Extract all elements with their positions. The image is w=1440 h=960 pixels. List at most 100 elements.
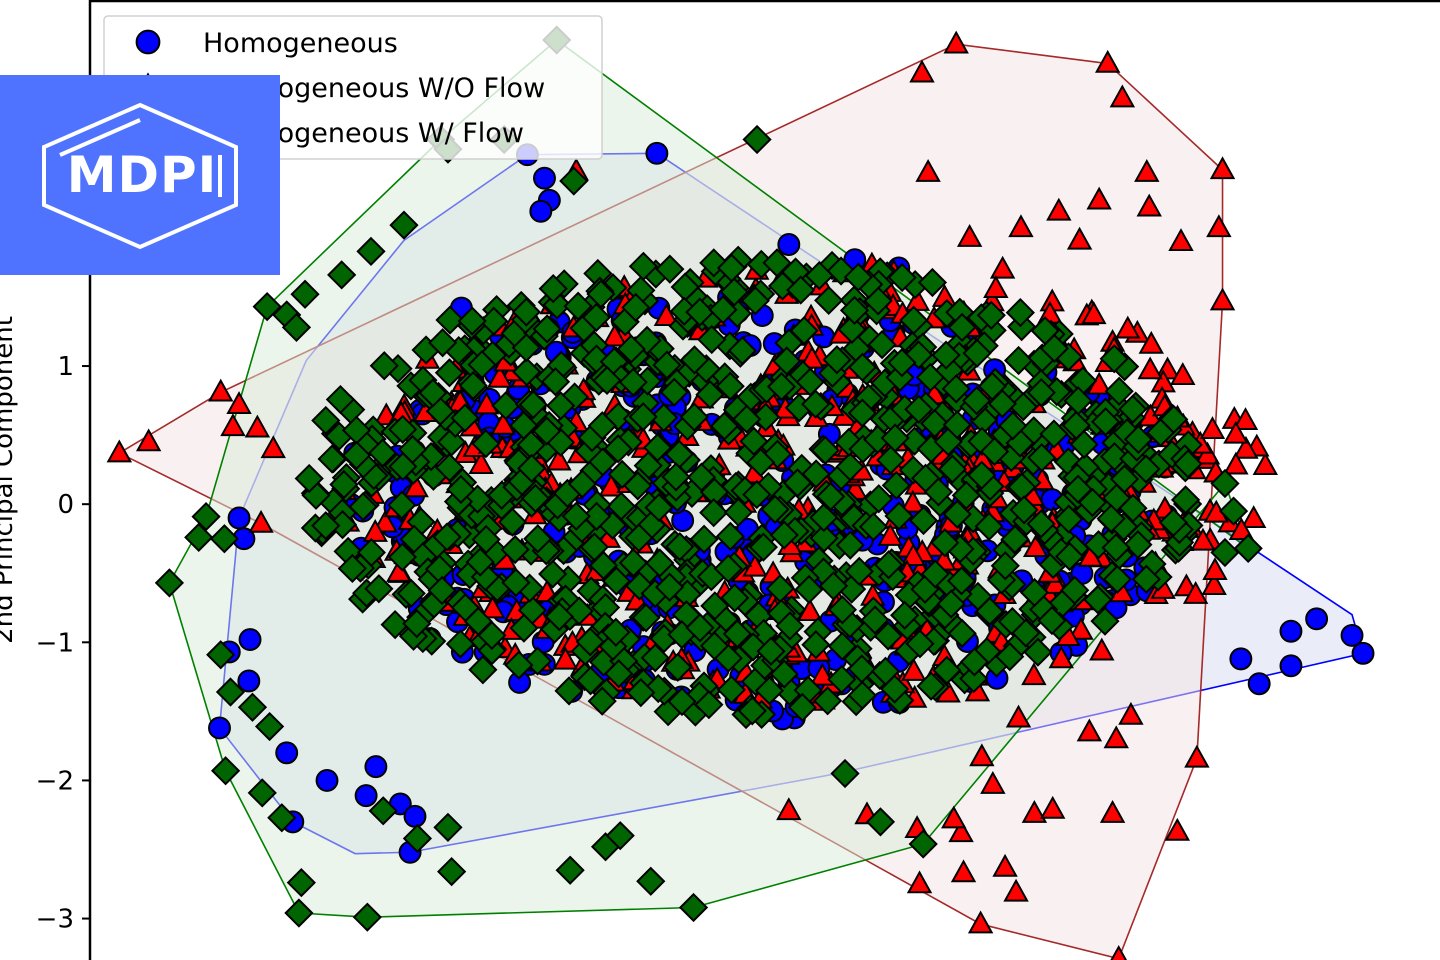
heterogeneous-with-flow-point: [908, 829, 938, 859]
heterogeneous-with-flow-point: [695, 379, 725, 410]
heterogeneous-without-flow-point: [1240, 505, 1267, 528]
heterogeneous-with-flow-point: [659, 377, 689, 407]
heterogeneous-with-flow-point: [450, 403, 480, 433]
y-tick-label: 1: [57, 352, 74, 382]
heterogeneous-with-flow-point: [699, 631, 730, 661]
heterogeneous-without-flow-point: [1209, 156, 1236, 180]
y-tick-label: −1: [36, 628, 74, 658]
heterogeneous-without-flow-point: [248, 509, 274, 533]
heterogeneous-with-flow-point: [679, 345, 710, 375]
heterogeneous-with-flow-point: [605, 821, 635, 851]
heterogeneous-without-flow-point: [1042, 571, 1068, 594]
heterogeneous-without-flow-point: [1252, 452, 1279, 475]
heterogeneous-without-flow-point: [1021, 799, 1048, 823]
homogeneous-point: [237, 669, 261, 693]
heterogeneous-with-flow-point: [708, 295, 738, 325]
heterogeneous-without-flow-point: [208, 378, 234, 402]
homogeneous-point: [354, 784, 378, 808]
heterogeneous-with-flow-point: [884, 501, 914, 531]
heterogeneous-with-flow-point: [555, 855, 585, 885]
heterogeneous-without-flow-point: [915, 159, 941, 182]
heterogeneous-with-flow-point: [1026, 509, 1056, 539]
homogeneous-point: [1247, 672, 1271, 696]
heterogeneous-with-flow-point: [463, 606, 493, 636]
mdpi-logo: MDPI: [0, 75, 280, 275]
heterogeneous-with-flow-point: [588, 447, 618, 477]
heterogeneous-with-flow-point: [1005, 297, 1035, 328]
heterogeneous-with-flow-point: [661, 462, 691, 492]
heterogeneous-without-flow-point: [1194, 441, 1221, 465]
heterogeneous-with-flow-point: [1077, 487, 1108, 518]
heterogeneous-with-flow-point: [686, 462, 717, 492]
heterogeneous-with-flow-point: [586, 279, 616, 309]
heterogeneous-with-flow-point: [215, 677, 246, 707]
heterogeneous-with-flow-point: [509, 410, 539, 441]
heterogeneous-with-flow-point: [795, 367, 825, 397]
heterogeneous-with-flow-point: [1118, 394, 1148, 424]
heterogeneous-with-flow-point: [1159, 404, 1189, 434]
heterogeneous-with-flow-point: [1007, 311, 1037, 342]
heterogeneous-with-flow-point: [626, 677, 656, 708]
heterogeneous-with-flow-point: [722, 619, 752, 649]
heterogeneous-with-flow-point: [517, 453, 547, 483]
heterogeneous-with-flow-point: [356, 236, 386, 267]
heterogeneous-with-flow-point: [252, 292, 282, 322]
heterogeneous-with-flow-point: [587, 686, 617, 716]
heterogeneous-without-flow-point: [372, 509, 398, 533]
heterogeneous-with-flow-point: [311, 511, 341, 541]
heterogeneous-with-flow-point: [990, 551, 1020, 581]
heterogeneous-with-flow-point: [887, 348, 917, 378]
heterogeneous-with-flow-point: [621, 292, 651, 323]
heterogeneous-with-flow-point: [532, 416, 562, 446]
heterogeneous-without-flow-point: [490, 411, 516, 435]
heterogeneous-with-flow-point: [369, 351, 399, 381]
heterogeneous-with-flow-point: [1009, 495, 1039, 525]
heterogeneous-with-flow-point: [388, 414, 418, 445]
heterogeneous-with-flow-point: [434, 452, 465, 483]
heterogeneous-with-flow-point: [655, 254, 685, 284]
heterogeneous-with-flow-point: [816, 481, 846, 512]
heterogeneous-with-flow-point: [801, 459, 831, 489]
heterogeneous-with-flow-point: [697, 324, 727, 355]
heterogeneous-without-flow-point: [1170, 362, 1196, 385]
heterogeneous-with-flow-point: [1060, 575, 1090, 605]
heterogeneous-with-flow-point: [561, 501, 591, 531]
heterogeneous-with-flow-point: [839, 295, 870, 325]
heterogeneous-with-flow-point: [995, 641, 1025, 672]
heterogeneous-without-flow-point: [386, 558, 412, 582]
heterogeneous-without-flow-point: [1008, 214, 1034, 238]
heterogeneous-with-flow-point: [835, 530, 865, 560]
heterogeneous-with-flow-point: [311, 405, 341, 436]
heterogeneous-without-flow-point: [776, 797, 802, 821]
heterogeneous-with-flow-point: [946, 566, 977, 596]
data-marker-layer: [106, 25, 1375, 960]
heterogeneous-with-flow-point: [847, 352, 878, 382]
heterogeneous-with-flow-point: [559, 166, 589, 196]
heterogeneous-with-flow-point: [867, 330, 897, 360]
heterogeneous-with-flow-point: [904, 394, 934, 424]
homogeneous-point: [275, 741, 299, 765]
heterogeneous-with-flow-point: [601, 617, 631, 647]
heterogeneous-with-flow-point: [206, 640, 236, 670]
heterogeneous-with-flow-point: [941, 374, 971, 404]
heterogeneous-with-flow-point: [694, 690, 724, 720]
heterogeneous-with-flow-point: [930, 528, 960, 558]
heterogeneous-with-flow-point: [398, 434, 428, 465]
heterogeneous-with-flow-point: [467, 350, 497, 380]
heterogeneous-with-flow-point: [575, 627, 605, 657]
heterogeneous-with-flow-point: [402, 608, 432, 639]
heterogeneous-with-flow-point: [920, 408, 950, 439]
heterogeneous-with-flow-point: [380, 609, 410, 640]
y-tick-layer: −3−2−101: [36, 352, 90, 935]
y-tick-label: 0: [57, 490, 74, 520]
heterogeneous-with-flow-point: [427, 575, 457, 606]
heterogeneous-with-flow-point: [446, 474, 476, 505]
heterogeneous-without-flow-point: [1081, 301, 1107, 325]
heterogeneous-without-flow-point: [1068, 616, 1094, 640]
heterogeneous-with-flow-point: [942, 410, 972, 440]
heterogeneous-with-flow-point: [916, 671, 946, 701]
heterogeneous-with-flow-point: [327, 260, 357, 290]
heterogeneous-without-flow-point: [653, 303, 680, 326]
heterogeneous-with-flow-point: [368, 796, 398, 826]
heterogeneous-with-flow-point: [665, 532, 695, 562]
